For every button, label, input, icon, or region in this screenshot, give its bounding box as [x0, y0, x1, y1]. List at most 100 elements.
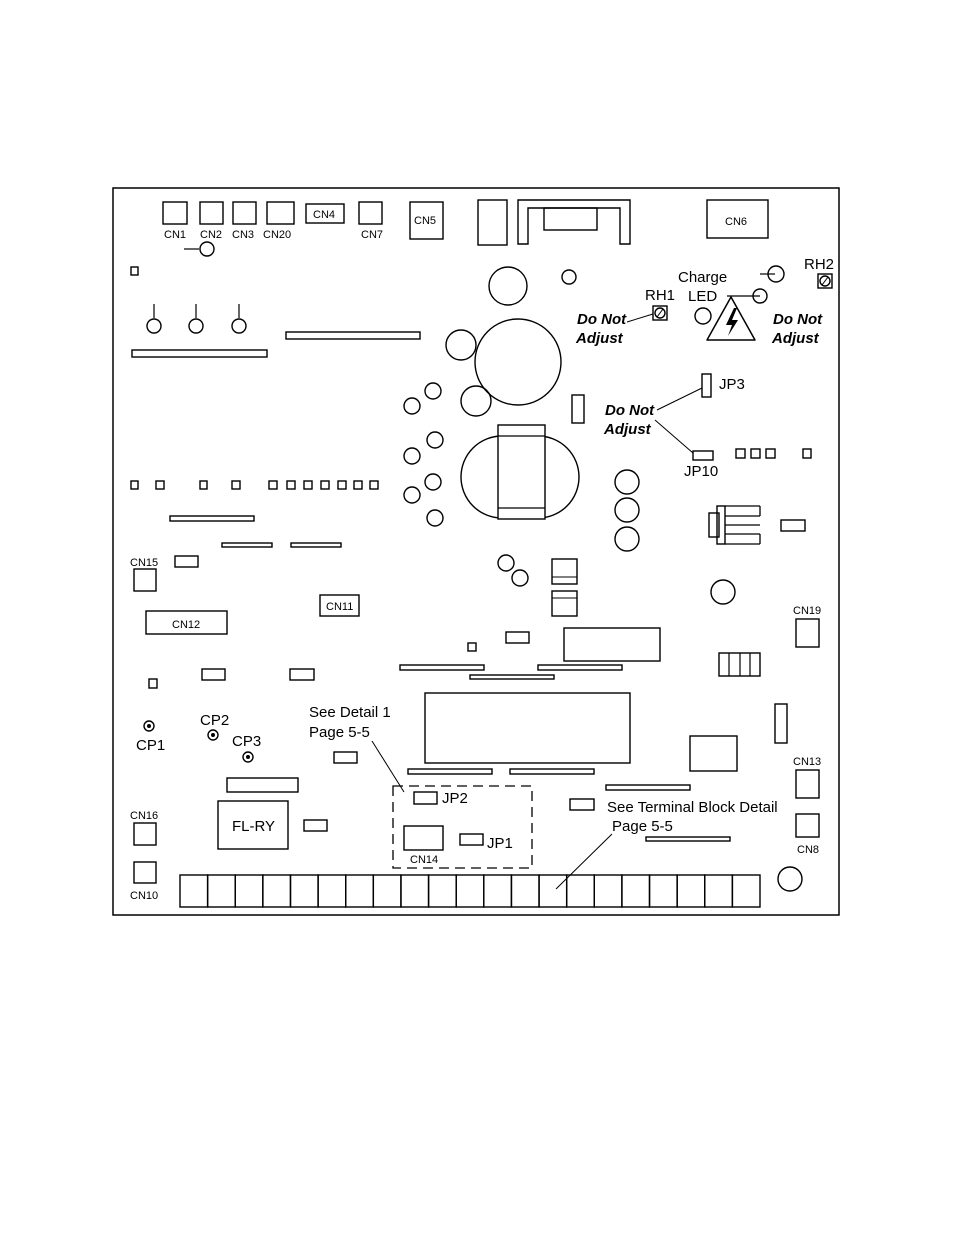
cn1-connector	[163, 202, 187, 224]
cn2-label: CN2	[200, 229, 222, 241]
jp10-jumper	[693, 451, 713, 460]
cn5-label: CN5	[414, 215, 436, 227]
cn10-connector	[134, 862, 156, 883]
cap-small-d	[404, 448, 420, 464]
charge-label: Charge	[678, 269, 727, 286]
rh2-label: RH2	[804, 256, 834, 273]
cn7-label: CN7	[361, 229, 383, 241]
cap-small-a	[425, 383, 441, 399]
terminal-block	[180, 875, 760, 907]
pad-r3	[766, 449, 775, 458]
terminal-position-18	[650, 875, 678, 907]
cn20-label: CN20	[263, 229, 291, 241]
cn14-label: CN14	[410, 854, 438, 866]
cp2-center	[211, 733, 215, 737]
tp2	[189, 319, 203, 333]
capacitor-2	[446, 330, 476, 360]
cn3-connector	[233, 202, 256, 224]
resistor-vertical	[572, 395, 584, 423]
jp3-label: JP3	[719, 376, 745, 393]
tp3	[232, 319, 246, 333]
jp1-label: JP1	[487, 835, 513, 852]
detail-callout-line2: Page 5-5	[309, 724, 370, 741]
pad-l5	[269, 481, 277, 489]
cn13-connector	[796, 770, 819, 798]
charge-led	[695, 308, 711, 324]
cn8-label: CN8	[797, 844, 819, 856]
resistor-h6	[334, 752, 357, 763]
cn19-connector	[796, 619, 819, 647]
cn6-label: CN6	[725, 216, 747, 228]
rh2-warning-line2: Adjust	[771, 330, 820, 347]
terminal-position-19	[677, 875, 705, 907]
terminal-position-5	[290, 875, 318, 907]
pad-l8	[321, 481, 329, 489]
pad-l1	[131, 481, 138, 489]
pad-r4	[803, 449, 811, 458]
terminal-callout-line2: Page 5-5	[612, 818, 673, 835]
terminal-position-17	[622, 875, 650, 907]
heatsink-bracket	[518, 200, 630, 244]
tp1	[147, 319, 161, 333]
small-pad	[131, 267, 138, 275]
cn8-connector	[796, 814, 819, 837]
transistor-1	[552, 559, 577, 584]
strip-e	[538, 665, 622, 670]
terminal-position-8	[373, 875, 401, 907]
pad-c1	[468, 643, 476, 651]
cp3-label: CP3	[232, 733, 261, 750]
strip-h	[408, 769, 492, 774]
terminal-callout-leader	[556, 834, 612, 889]
rh1-warning-line1: Do Not	[577, 311, 627, 328]
terminal-position-16	[594, 875, 622, 907]
cn4-label: CN4	[313, 209, 335, 221]
terminal-position-15	[567, 875, 595, 907]
terminal-position-4	[263, 875, 291, 907]
cap-stack-1	[615, 470, 639, 494]
resistor-v2	[775, 704, 787, 743]
rh2-pot-slot	[822, 277, 828, 285]
top-component	[478, 200, 507, 245]
rh2-warning-line1: Do Not	[773, 311, 823, 328]
cn1-label: CN1	[164, 229, 186, 241]
cap-small-g	[427, 510, 443, 526]
cp1-label: CP1	[136, 737, 165, 754]
led-label: LED	[688, 288, 717, 305]
strip-i	[510, 769, 594, 774]
terminal-position-20	[705, 875, 733, 907]
pad-l9	[338, 481, 346, 489]
resistor-h2	[175, 556, 198, 567]
cn2-connector	[200, 202, 223, 224]
fl-ry-label: FL-RY	[232, 818, 275, 835]
terminal-callout-line1: See Terminal Block Detail	[607, 799, 778, 816]
terminal-position-7	[346, 875, 374, 907]
header-strip-2	[286, 332, 420, 339]
jp10-label: JP10	[684, 463, 718, 480]
detail-callout-leader	[372, 741, 404, 792]
pad-l2	[156, 481, 164, 489]
cn12-label: CN12	[172, 619, 200, 631]
cap-small-f	[404, 487, 420, 503]
transformer-core	[498, 425, 545, 519]
strip-g	[227, 778, 298, 792]
large-ic	[425, 693, 630, 763]
small-cap-1	[562, 270, 576, 284]
pad-l11	[370, 481, 378, 489]
pad-r2	[751, 449, 760, 458]
capacitor-3	[461, 386, 491, 416]
terminal-position-9	[401, 875, 429, 907]
pad-l3	[200, 481, 207, 489]
cap-mid-2	[512, 570, 528, 586]
cap-small-c	[427, 432, 443, 448]
jp1-jumper	[460, 834, 483, 845]
strip-d	[400, 665, 484, 670]
terminal-position-21	[732, 875, 760, 907]
terminal-position-2	[208, 875, 236, 907]
detail-callout-line1: See Detail 1	[309, 704, 391, 721]
rh1-warning-line2: Adjust	[575, 330, 624, 347]
jp3-warning-leader	[657, 388, 702, 410]
strip-b	[222, 543, 272, 547]
transistor-2	[552, 591, 577, 616]
resistor-h3	[506, 632, 529, 643]
